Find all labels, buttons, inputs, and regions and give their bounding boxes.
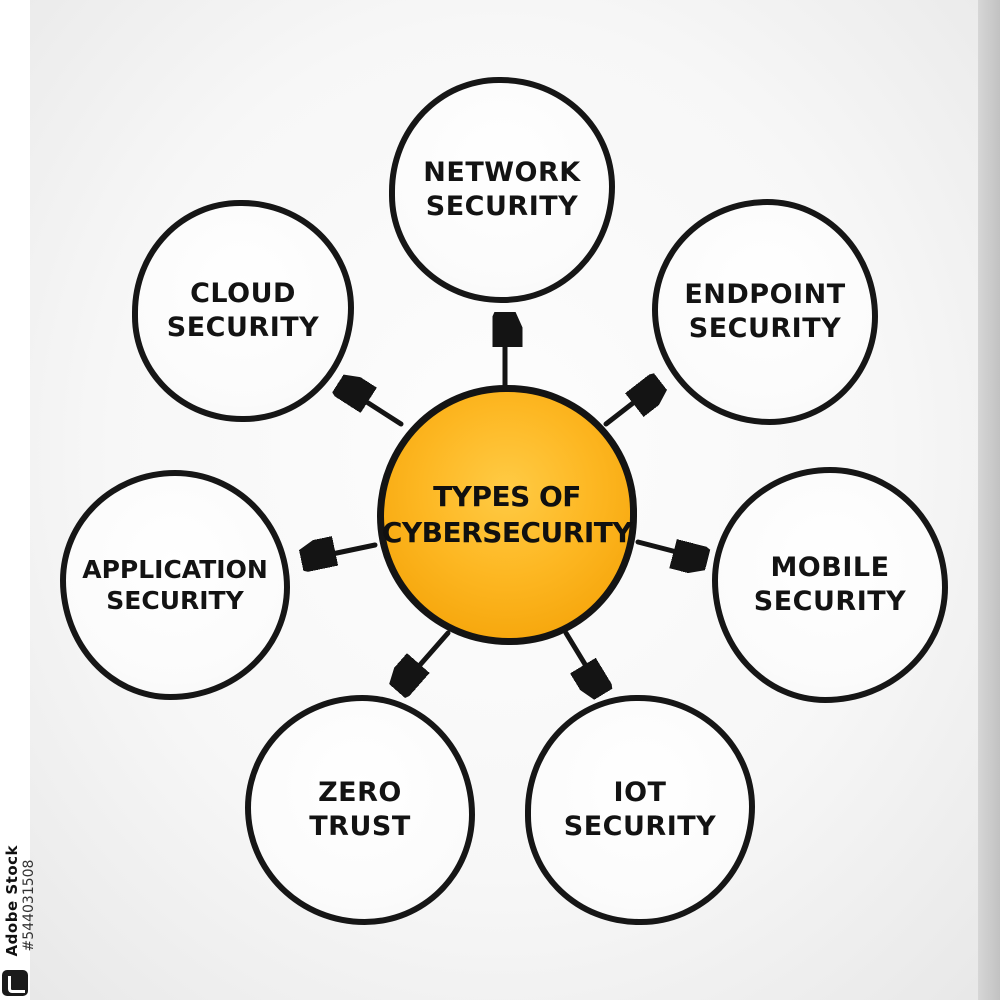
right-edge-strip: [978, 0, 1000, 1000]
node-iot-security: IOT SECURITY: [525, 695, 755, 925]
node-endpoint-security: ENDPOINT SECURITY: [652, 199, 878, 425]
arrow-to-cloud-security: [348, 390, 404, 427]
node-label: MOBILE SECURITY: [753, 552, 907, 617]
watermark-bar: Adobe Stock #544031508: [0, 0, 37, 1000]
node-mobile-security: MOBILE SECURITY: [712, 467, 948, 703]
node-label: APPLICATION SECURITY: [82, 554, 268, 615]
watermark-brand: Adobe Stock: [3, 844, 21, 956]
arrow-to-zero-trust: [405, 630, 451, 682]
node-label: CLOUD SECURITY: [166, 278, 320, 343]
center-node-label: TYPES OF CYBERSECURITY: [381, 479, 633, 549]
center-node: TYPES OF CYBERSECURITY: [377, 385, 637, 645]
node-cloud-security: CLOUD SECURITY: [132, 200, 354, 422]
arrow-to-mobile-security: [635, 542, 696, 557]
node-network-security: NETWORK SECURITY: [389, 77, 615, 303]
node-label: NETWORK SECURITY: [423, 157, 581, 222]
node-label: ZERO TRUST: [309, 777, 411, 842]
node-label: ENDPOINT SECURITY: [684, 279, 846, 344]
arrow-to-endpoint-security: [603, 389, 651, 427]
node-application-security: APPLICATION SECURITY: [60, 470, 290, 700]
arrow-to-application-security: [313, 545, 378, 558]
node-label: IOT SECURITY: [563, 777, 717, 842]
adobe-stock-logo-icon: [2, 970, 28, 996]
node-zero-trust: ZERO TRUST: [245, 695, 475, 925]
watermark-text: Adobe Stock #544031508: [3, 845, 37, 956]
arrow-to-iot-security: [563, 630, 597, 684]
watermark-id: #544031508: [21, 859, 37, 952]
